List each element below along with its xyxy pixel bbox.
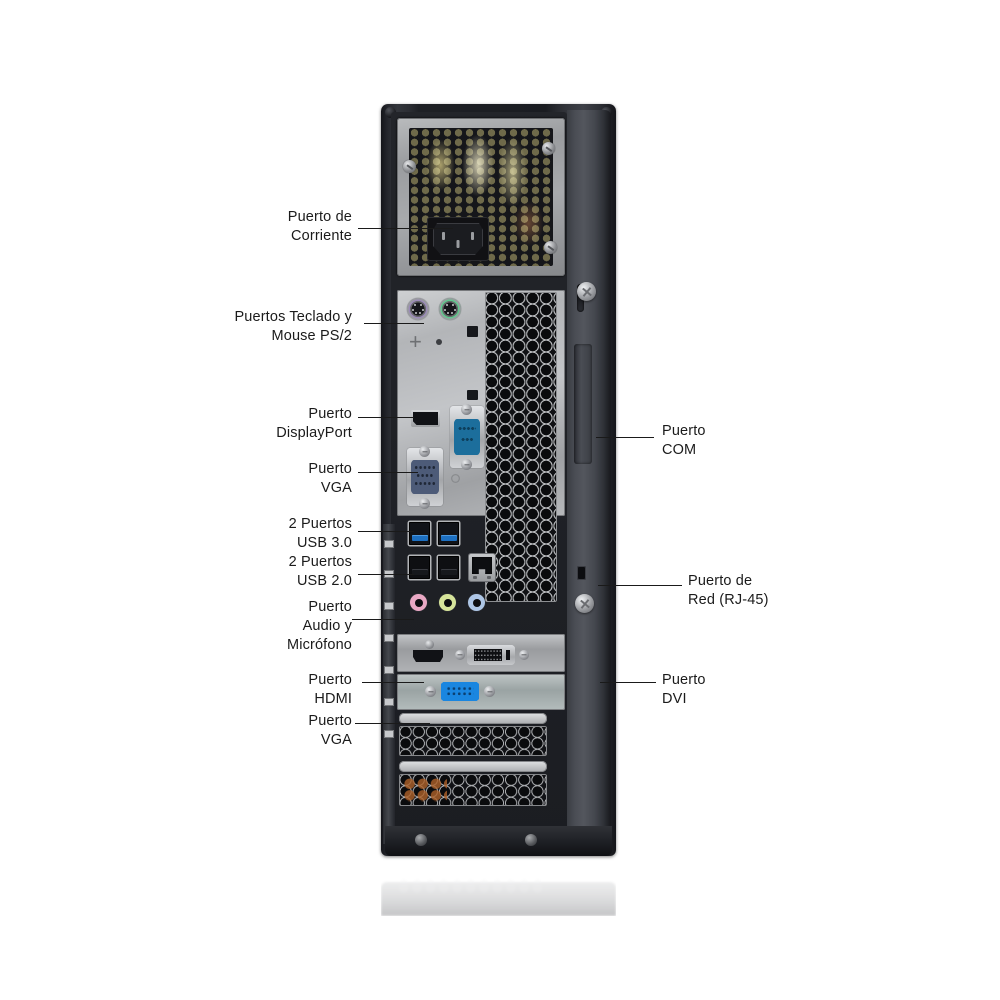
chassis-side-panel [567, 110, 611, 848]
power-supply-unit [397, 118, 565, 276]
line-out-jack[interactable] [439, 594, 456, 611]
chassis-side-release-tab [574, 344, 592, 464]
leader-line-rj45 [598, 585, 682, 586]
slot-notch [384, 634, 394, 642]
psu-screw [403, 160, 416, 173]
leader-line-power [358, 228, 453, 229]
leader-line-vga-card [355, 723, 430, 724]
callout-label-ps2: Puertos Teclado y Mouse PS/2 [234, 309, 352, 345]
base-screw [525, 834, 537, 846]
slot-notch [384, 698, 394, 706]
leader-line-displayport [358, 417, 414, 418]
slot-cover-rail [399, 761, 547, 772]
leader-line-usb30 [358, 531, 414, 532]
dvi-port[interactable] [467, 645, 515, 665]
leader-line-ps2 [364, 323, 424, 324]
vga-port-onboard[interactable] [411, 460, 439, 494]
vga-card-screw [425, 686, 436, 697]
thumbscrew[interactable] [577, 282, 596, 301]
ps2-keyboard-port[interactable] [407, 298, 429, 320]
computer-rear-panel: + [381, 104, 616, 856]
slot-notch [384, 540, 394, 548]
io-shield-hole [451, 474, 460, 483]
blank-slot-cover-mesh [399, 726, 547, 756]
callout-label-vga-card: Puerto VGA [308, 713, 352, 749]
base-screw [415, 834, 427, 846]
leader-line-vga-onboard [358, 472, 418, 473]
callout-label-audio: Puerto Audio y Micrófono [286, 599, 352, 654]
usb20-port-3[interactable] [409, 556, 430, 579]
slot-notch [384, 730, 394, 738]
dvi-port-screw [455, 650, 465, 660]
iec-power-socket[interactable] [427, 217, 489, 261]
vga-port-card[interactable] [441, 682, 479, 701]
line-in-jack[interactable] [468, 594, 485, 611]
psu-screw [544, 241, 557, 254]
rj45-ethernet-port[interactable] [469, 554, 495, 581]
iec-socket-cavity [433, 223, 483, 255]
vga-onboard-screw [419, 498, 430, 509]
card-screw [425, 640, 434, 649]
psu-screw [542, 142, 555, 155]
chassis-reflection [381, 856, 616, 916]
leader-line-usb20 [358, 574, 414, 575]
usb30-port-2[interactable] [438, 522, 459, 545]
dvi-port-screw [519, 650, 529, 660]
com-port-screw [461, 459, 472, 470]
callout-label-displayport: Puerto DisplayPort [276, 406, 352, 442]
chassis-corner-foot [385, 107, 396, 118]
leader-line-hdmi [362, 682, 424, 683]
slot-notch [384, 666, 394, 674]
internal-cable-glimpse [403, 778, 447, 802]
dot-marker-icon [436, 339, 442, 345]
slot-notch [384, 602, 394, 610]
thumbscrew[interactable] [575, 594, 594, 613]
callout-label-vga-onboard: Puerto VGA [308, 461, 352, 497]
expansion-card-vga [397, 674, 565, 710]
io-shield-cutout [467, 390, 478, 400]
chassis-base [385, 826, 612, 856]
vga-onboard-screw [419, 446, 430, 457]
leader-line-dvi [600, 682, 656, 683]
callout-label-rj45: Puerto de Red (RJ-45) [688, 573, 769, 609]
displayport-port[interactable] [413, 412, 438, 425]
usb20-port-4[interactable] [438, 556, 459, 579]
kensington-lock-slot [577, 566, 586, 580]
chassis-vent-mesh [485, 292, 557, 602]
leader-line-audio [352, 619, 414, 620]
callout-label-hdmi: Puerto HDMI [308, 672, 352, 708]
com-port-screw [461, 404, 472, 415]
vga-card-screw [484, 686, 495, 697]
io-shield-cutout [467, 326, 478, 337]
ps2-mouse-port[interactable] [439, 298, 461, 320]
callout-label-usb: 2 Puertos USB 3.0 2 Puertos USB 2.0 [288, 516, 352, 590]
slot-cover-rail [399, 713, 547, 724]
com-serial-port[interactable] [454, 419, 480, 455]
callout-label-dvi: Puerto DVI [662, 672, 706, 708]
plus-marker-icon: + [409, 329, 422, 354]
usb30-port-1[interactable] [409, 522, 430, 545]
leader-line-com [596, 437, 654, 438]
hdmi-port[interactable] [413, 650, 443, 662]
callout-label-com: Puerto COM [662, 423, 706, 459]
callout-label-power: Puerto de Corriente [287, 209, 352, 245]
microphone-jack[interactable] [410, 594, 427, 611]
